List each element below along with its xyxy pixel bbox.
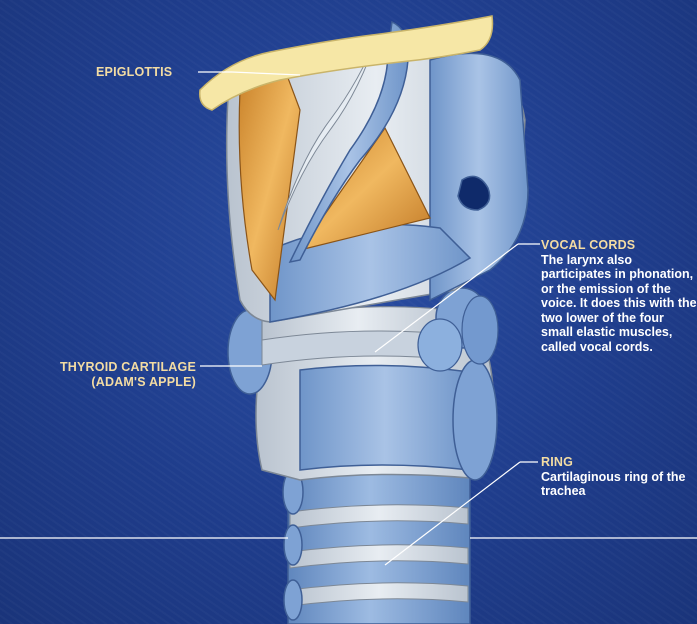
thyroid-cartilage-title: THYROID CARTILAGE	[24, 360, 196, 375]
vocal-cords-label: VOCAL CORDS The larynx also participates…	[541, 238, 697, 354]
vocal-cords-title: VOCAL CORDS	[541, 238, 697, 253]
epiglottis-label: EPIGLOTTIS	[96, 65, 172, 80]
ring-description: Cartilaginous ring of the trachea	[541, 470, 697, 499]
vocal-cords-description: The larynx also participates in phonatio…	[541, 253, 697, 355]
thyroid-cartilage-label: THYROID CARTILAGE (ADAM'S APPLE)	[24, 360, 196, 389]
ring-label: RING Cartilaginous ring of the trachea	[541, 455, 697, 499]
adams-apple-subtitle: (ADAM'S APPLE)	[24, 375, 196, 390]
trachea	[283, 470, 470, 624]
epiglottis-title: EPIGLOTTIS	[96, 65, 172, 79]
ring-title: RING	[541, 455, 697, 470]
